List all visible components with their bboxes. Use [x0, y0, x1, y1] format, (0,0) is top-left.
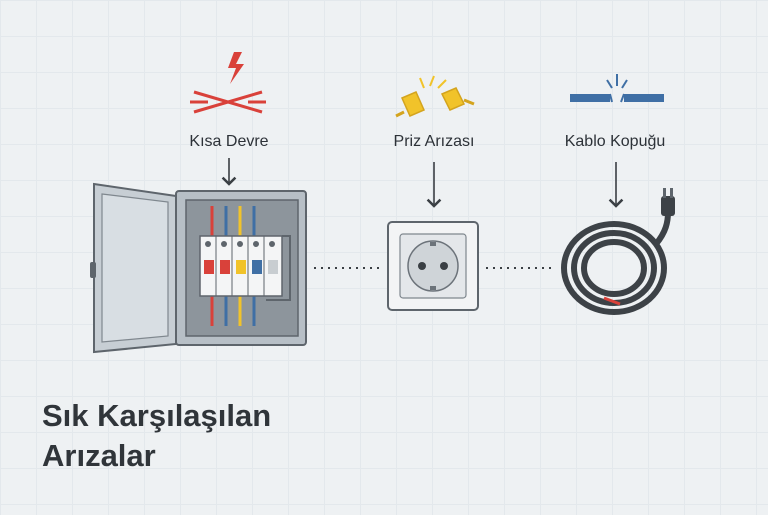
coiled-cable [561, 188, 675, 315]
electrical-panel [90, 182, 307, 354]
plug-spark-icon [395, 75, 475, 118]
page-title-line-1: Sık Karşılaşılan [42, 398, 272, 433]
page-title-line-2: Arızalar [42, 438, 156, 473]
lightning-spark-icon [190, 52, 266, 114]
page-title: Sık Karşılaşılan Arızalar [42, 396, 271, 476]
fault-label-short-circuit: Kısa Devre [189, 133, 269, 150]
broken-cable-icon [570, 74, 664, 103]
fault-label-cable-break: Kablo Kopuğu [564, 133, 666, 150]
fault-label-socket-fault: Priz Arızası [393, 133, 475, 150]
wall-socket [387, 221, 479, 311]
